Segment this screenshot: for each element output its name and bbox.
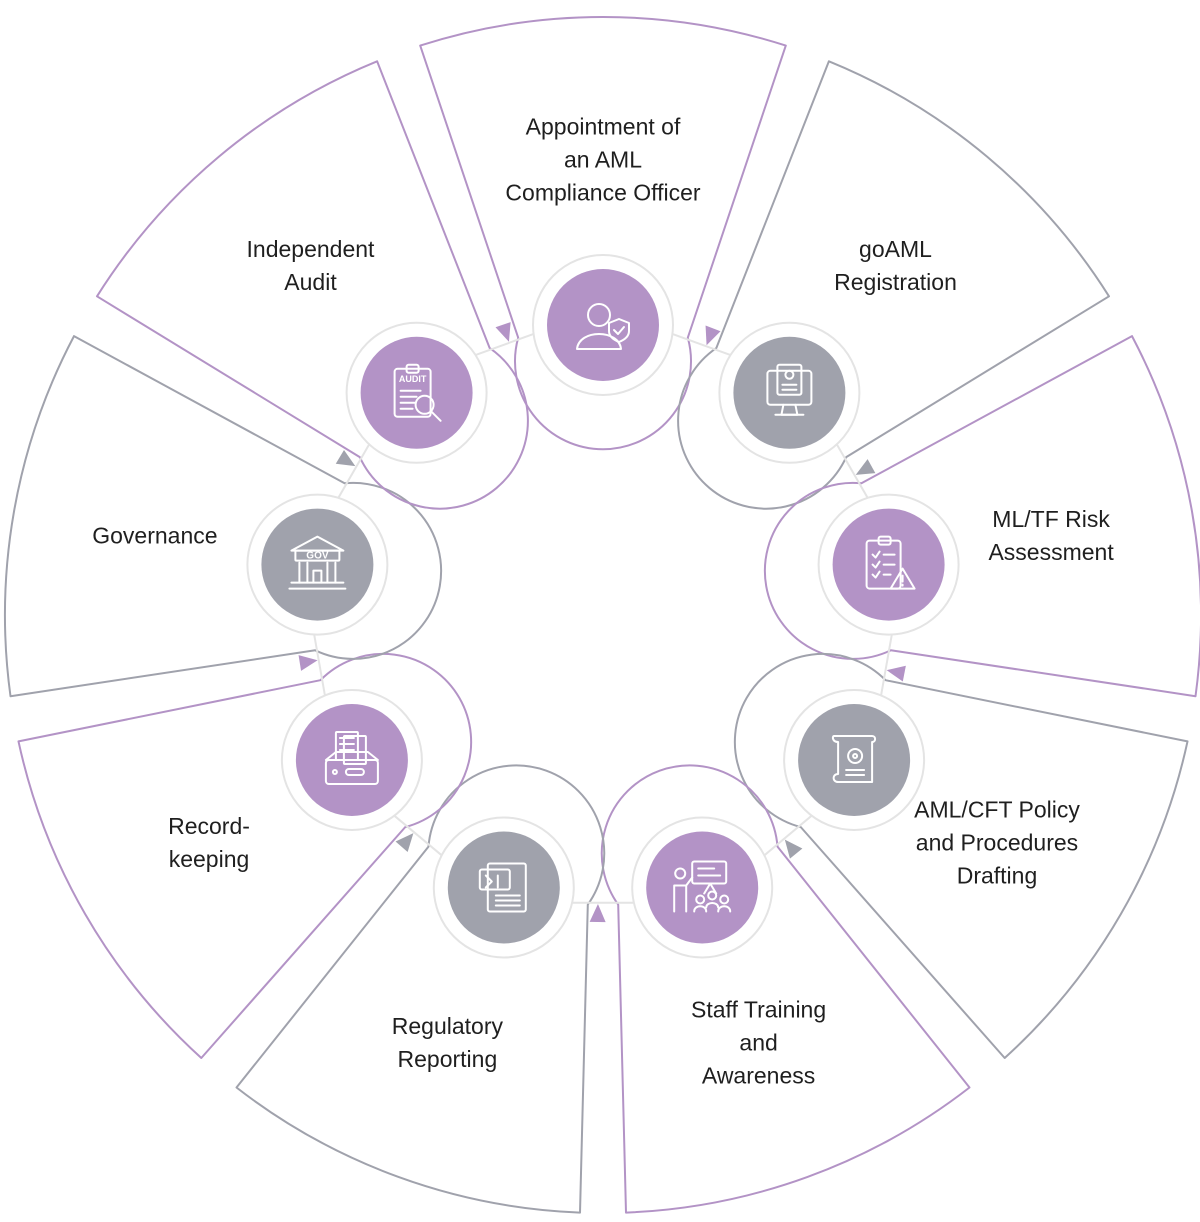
policy-scroll-icon <box>831 735 877 783</box>
step-label-line: an AML <box>564 146 642 173</box>
segment-7-outline <box>17 652 473 1059</box>
step-node-7 <box>280 689 423 831</box>
flow-arrow-5 <box>589 904 606 923</box>
government-building-icon: GOV <box>288 535 347 590</box>
cycle-segments <box>3 16 1200 1214</box>
segment-4-outline <box>733 652 1189 1059</box>
step-label-line: ML/TF Risk <box>992 506 1110 532</box>
step-label-line: AML/CFT Policy <box>914 796 1080 822</box>
step-label-line: Awareness <box>701 1062 816 1089</box>
step-label-line: Regulatory <box>391 1012 504 1039</box>
step-node-2 <box>718 321 861 464</box>
flow-arrow-2 <box>855 459 876 475</box>
segment-9-outline <box>96 60 529 510</box>
flow-arrow-6 <box>395 833 414 852</box>
filing-box-icon <box>324 731 379 785</box>
connector-4 <box>760 812 816 859</box>
svg-text:AUDIT: AUDIT <box>399 374 427 384</box>
step-label-line: Governance <box>92 522 218 549</box>
step-label-line: Record- <box>168 812 250 839</box>
segment-6-outline <box>235 764 606 1214</box>
segment-8-outline <box>3 335 443 698</box>
step-label-line: keeping <box>168 845 250 872</box>
step-label-line: Audit <box>284 269 337 296</box>
step-label-line: Independent <box>246 236 375 263</box>
report-documents-icon <box>478 862 527 913</box>
step-node-1 <box>532 254 674 396</box>
connector-6 <box>390 812 446 859</box>
connector-9 <box>470 331 539 358</box>
step-label-line: Assessment <box>988 539 1114 565</box>
step-label-7: Record-keeping <box>168 810 250 876</box>
connector-2 <box>833 440 871 503</box>
step-label-line: Drafting <box>956 862 1038 888</box>
step-node-9: AUDIT <box>345 321 488 464</box>
flow-arrow-3 <box>886 665 906 682</box>
step-node-5 <box>631 816 774 959</box>
step-label-line: goAML <box>859 236 932 263</box>
step-label-line: Compliance Officer <box>505 179 701 206</box>
step-label-8: Governance <box>92 520 217 553</box>
node-connectors <box>312 331 894 904</box>
flow-arrow-7 <box>298 655 318 671</box>
clipboard-warning-icon <box>865 535 916 590</box>
training-presentation-icon <box>673 860 732 913</box>
connector-7 <box>312 630 327 700</box>
step-label-line: Appointment of <box>525 113 681 140</box>
audit-magnifier-icon: AUDIT <box>393 363 442 422</box>
step-node-3 <box>817 493 960 636</box>
segment-5-outline <box>600 764 971 1214</box>
computer-registration-icon <box>766 363 813 416</box>
step-node-4 <box>783 689 926 831</box>
connector-1 <box>667 331 736 358</box>
svg-text:GOV: GOV <box>306 551 329 562</box>
step-label-line: Registration <box>834 269 957 296</box>
connector-8 <box>335 440 373 503</box>
flow-arrow-9 <box>495 322 511 342</box>
step-label-1: Appointment of an AML Compliance Officer <box>505 111 700 210</box>
flow-arrow-8 <box>335 450 356 467</box>
flow-arrow-4 <box>784 839 803 859</box>
officer-shield-icon <box>576 303 630 350</box>
step-label-line: Staff Training <box>691 996 827 1023</box>
step-label-line: and Procedures <box>915 829 1079 855</box>
segment-2-outline <box>677 60 1110 510</box>
connector-3 <box>879 630 894 700</box>
step-node-8: GOV <box>246 493 389 636</box>
step-label-2: goAML Registration <box>834 233 957 299</box>
step-label-line: and <box>739 1029 778 1056</box>
step-label-line: Reporting <box>397 1045 498 1072</box>
step-nodes: GOV AUDIT <box>246 254 960 959</box>
segment-3-outline <box>763 335 1200 698</box>
step-node-6 <box>432 816 575 959</box>
flow-arrow-1 <box>705 325 721 346</box>
